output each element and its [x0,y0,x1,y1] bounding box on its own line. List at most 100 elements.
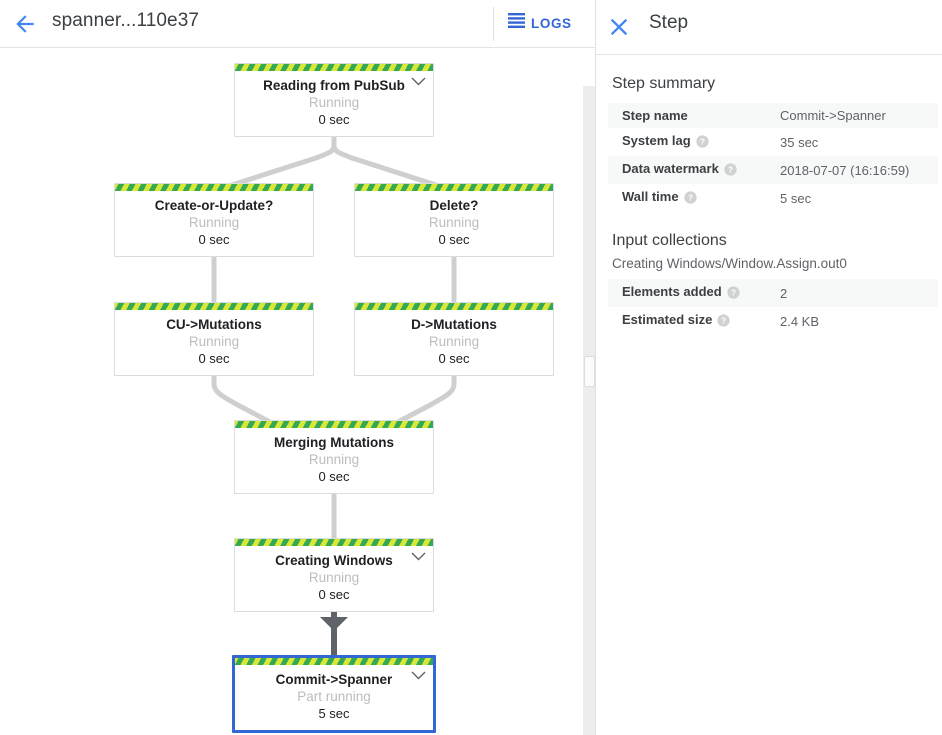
left-pane-scrollbar-thumb[interactable] [584,356,595,387]
node-status: Running [188,215,240,230]
svg-text:?: ? [700,137,705,147]
node-name: Delete? [429,198,479,213]
step-summary-row: Step name Commit->Spanner [608,103,938,128]
node-status: Running [308,452,360,467]
help-icon[interactable]: ? [717,314,730,330]
step-panel-title: Step [649,12,689,33]
step-summary-value: Commit->Spanner [780,108,886,123]
chevron-down-icon[interactable] [411,552,426,561]
node-status: Running [188,334,240,349]
input-collection-row: Estimated size?2.4 KB [608,307,938,335]
header-divider [493,7,494,41]
input-collection-key: Elements added? [608,279,780,307]
job-graph-pane: spanner...110e37 LOGS [0,0,596,735]
help-icon[interactable]: ? [727,286,740,302]
node-status-stripe [235,64,433,71]
node-name: D->Mutations [411,317,497,332]
input-collections-heading: Input collections [612,232,727,249]
step-summary-row: Wall time?5 sec [608,184,938,212]
step-summary-key: Step name [622,108,688,123]
left-pane-scrollbar-track[interactable] [583,86,595,735]
step-summary-key: Data watermark? [608,156,780,184]
node-status-stripe [115,303,313,310]
input-collection-value: 2 [780,285,788,301]
node-elapsed-time: 0 sec [438,232,470,247]
help-icon[interactable]: ? [696,135,709,151]
node-status: Running [308,95,360,110]
chevron-down-icon[interactable] [411,671,426,680]
step-summary-value: 2018-07-07 (16:16:59) [780,162,910,178]
node-elapsed-time: 0 sec [438,351,470,366]
node-status-stripe [235,539,433,546]
highlighted-edge [320,612,348,655]
svg-text:?: ? [688,193,693,203]
node-status-stripe [235,421,433,428]
node-status: Running [428,334,480,349]
step-summary-row: Data watermark?2018-07-07 (16:16:59) [608,156,938,184]
input-collection-name: Creating Windows/Window.Assign.out0 [612,256,847,271]
step-summary-heading: Step summary [612,75,716,92]
logs-button[interactable]: LOGS [508,13,572,33]
node-elapsed-time: 0 sec [318,469,350,484]
node-elapsed-time: 5 sec [318,706,350,721]
step-summary-key: System lag? [608,128,780,156]
svg-text:?: ? [721,316,726,326]
node-elapsed-time: 0 sec [318,587,350,602]
node-name: Commit->Spanner [275,672,393,687]
arrow-back-icon[interactable] [12,11,38,37]
help-icon[interactable]: ? [724,163,737,179]
logs-button-label: LOGS [531,15,572,31]
node-name: Create-or-Update? [154,198,274,213]
node-name: Merging Mutations [274,435,394,450]
node-body: Create-or-Update? Running 0 sec [115,191,313,256]
step-summary-value: 35 sec [780,134,819,150]
step-summary-key: Wall time? [608,184,780,212]
node-name: Creating Windows [275,553,393,568]
input-collection-key: Estimated size? [608,307,780,335]
chevron-down-icon[interactable] [411,77,426,86]
step-detail-panel: Step Step summary Step name Commit->Spann… [596,0,942,735]
page-title: spanner...110e37 [52,10,200,31]
svg-text:?: ? [728,165,733,175]
step-summary-row: System lag?35 sec [608,128,938,156]
input-collection-row: Elements added?2 [608,279,938,307]
node-status: Running [308,570,360,585]
step-summary-value: 5 sec [780,190,812,206]
node-status: Part running [297,689,371,704]
step-panel-header: Step [596,0,942,55]
graph-node-create-or-update[interactable]: Create-or-Update? Running 0 sec [114,183,314,257]
logs-icon [508,13,525,33]
node-elapsed-time: 0 sec [318,112,350,127]
node-status-stripe [235,658,433,665]
node-name: Reading from PubSub [263,78,405,93]
node-status-stripe [355,303,553,310]
node-name: CU->Mutations [166,317,262,332]
section-spacer [596,212,942,232]
graph-edges [207,126,461,655]
node-status-stripe [355,184,553,191]
svg-text:?: ? [731,288,736,298]
node-elapsed-time: 0 sec [198,232,230,247]
node-status-stripe [115,184,313,191]
input-collection-value: 2.4 KB [780,313,820,329]
left-header-bar: spanner...110e37 LOGS [0,0,595,48]
close-icon[interactable] [605,13,633,41]
help-icon[interactable]: ? [683,191,697,207]
node-elapsed-time: 0 sec [198,351,230,366]
